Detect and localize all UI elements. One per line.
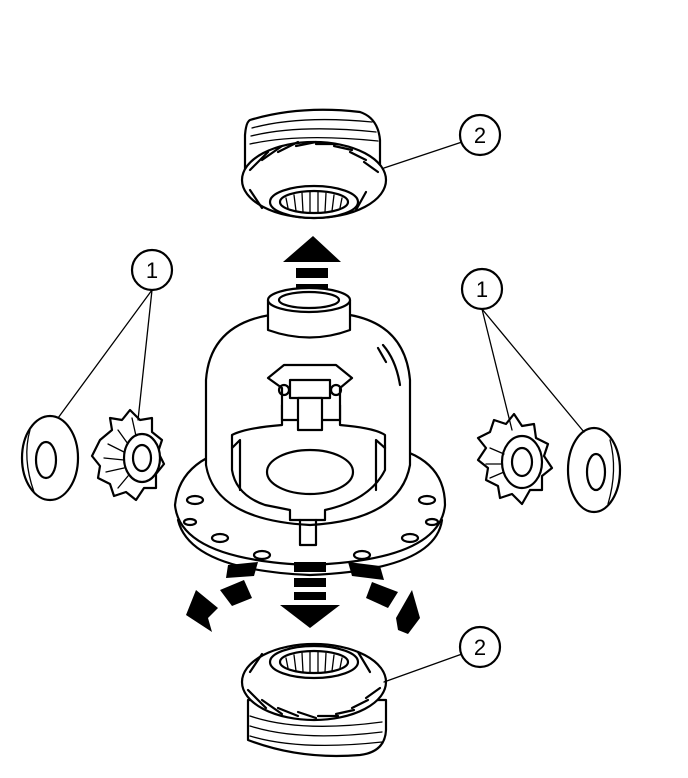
svg-text:2: 2 (474, 123, 486, 148)
pinion-gear-right (476, 412, 554, 506)
svg-text:1: 1 (146, 258, 158, 283)
svg-text:2: 2 (474, 635, 486, 660)
side-gear-top (240, 108, 388, 220)
arrows-down-bottom (186, 562, 420, 634)
differential-case (173, 286, 447, 577)
callout-2-bottom: 2 (383, 625, 502, 683)
side-gear-bottom (240, 642, 388, 758)
callout-1-right: 1 (460, 267, 585, 433)
svg-text:1: 1 (476, 277, 488, 302)
thrust-washer-right (566, 426, 622, 514)
callout-1-left: 1 (57, 248, 174, 421)
pinion-gear-left (90, 408, 166, 502)
callout-2-top: 2 (383, 113, 502, 169)
thrust-washer-left (20, 414, 80, 502)
